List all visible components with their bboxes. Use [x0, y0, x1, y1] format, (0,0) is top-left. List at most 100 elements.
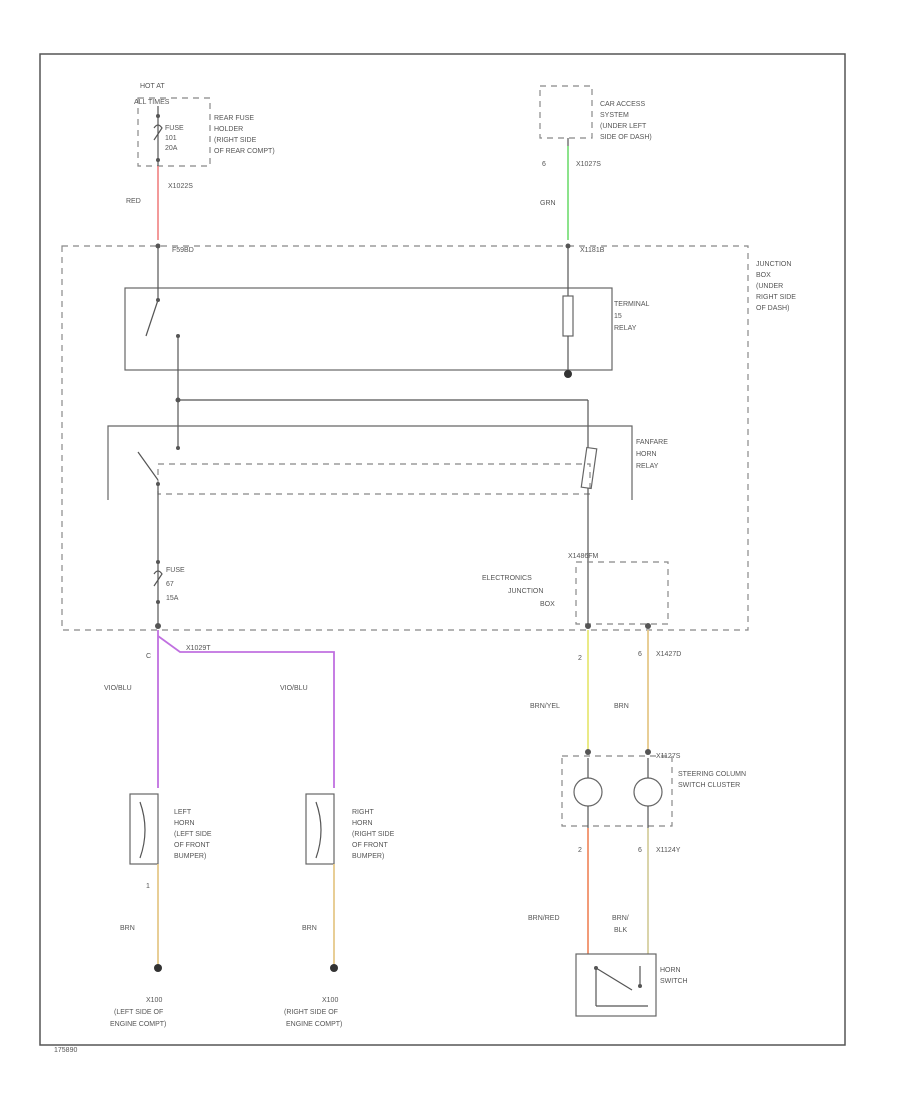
fuse-101-bottom-node — [156, 158, 160, 162]
left-horn-line5: BUMPER) — [174, 853, 206, 860]
steering-contact-left — [573, 777, 603, 807]
horn-switch-arm — [595, 967, 633, 991]
car-access-line2: SYSTEM — [600, 112, 629, 119]
left-horn-brn-label: BRN — [120, 925, 135, 932]
electronics-jb-line1: ELECTRONICS — [482, 575, 532, 582]
left-horn-line2: HORN — [174, 820, 195, 827]
steering-cluster-box — [561, 755, 673, 827]
horn-switch-box — [575, 953, 657, 1017]
left-horn-pin: 1 — [146, 883, 150, 890]
terminal-relay-line3: RELAY — [614, 325, 637, 332]
car-access-line1: CAR ACCESS — [600, 101, 645, 108]
red-wire-label: RED — [126, 198, 141, 205]
ground-right-id: X100 — [322, 997, 338, 1004]
relay15-coil — [562, 295, 574, 337]
rear-fuse-holder-line2: HOLDER — [214, 126, 243, 133]
green-wire-pin: X1181B — [580, 247, 605, 254]
right-horn-line3: (RIGHT SIDE — [352, 831, 395, 838]
ground-right-node — [330, 964, 338, 972]
fuse-101-amp: 20A — [165, 145, 178, 152]
green-wire-label: GRN — [540, 200, 556, 207]
brn-blk-label2: BLK — [614, 927, 628, 934]
steering-conn: X1127S — [656, 753, 681, 760]
ground-left-line2: ENGINE COMPT) — [110, 1021, 166, 1028]
fanfare-switch-arm — [137, 451, 159, 481]
fanfare-relay-line1: FANFARE — [636, 439, 668, 446]
red-wire-pin: F59BD — [172, 247, 194, 254]
steering-right-pin — [645, 749, 651, 755]
fuse67-top-node — [156, 560, 160, 564]
fuse67-label: FUSE — [166, 567, 185, 574]
car-access-box — [539, 85, 593, 139]
terminal-relay-line2: 15 — [614, 313, 622, 320]
electronics-jb-line3: BOX — [540, 601, 555, 608]
brn-blk-conn: X1124Y — [656, 847, 681, 854]
fanfare-coil — [580, 446, 598, 490]
left-horn-line1: LEFT — [174, 809, 192, 816]
rear-fuse-holder-line3: (RIGHT SIDE — [214, 137, 257, 144]
brn-right-pin: 6 — [638, 651, 642, 658]
hot-at-label: HOT AT — [140, 83, 165, 90]
vio-conn: X1029T — [186, 645, 211, 652]
fuse-101-symbol — [153, 124, 163, 141]
fuse67-bottom-node — [156, 600, 160, 604]
footer-code: 175890 — [54, 1047, 77, 1054]
relay15-ground-node — [564, 370, 572, 378]
junction-box-line1: JUNCTION — [756, 261, 791, 268]
ejb-left-pin — [585, 623, 591, 629]
car-access-line4: SIDE OF DASH) — [600, 134, 652, 141]
rear-fuse-holder-box — [137, 97, 211, 167]
ground-right-line1: (RIGHT SIDE OF — [284, 1009, 338, 1016]
vio-right-label: VIO/BLU — [280, 685, 308, 692]
right-horn-symbol — [315, 801, 322, 859]
electronics-jb-line2: JUNCTION — [508, 588, 543, 595]
fuse67-symbol — [153, 570, 163, 587]
steering-line1: STEERING COLUMN — [678, 771, 746, 778]
right-horn-line5: BUMPER) — [352, 853, 384, 860]
brn-red-pin: 2 — [578, 847, 582, 854]
right-horn-line1: RIGHT — [352, 809, 375, 816]
car-access-line3: (UNDER LEFT — [600, 123, 647, 130]
fanfare-relay-box — [107, 425, 633, 500]
brn-right-label: BRN — [614, 703, 629, 710]
fuse-101-label: FUSE — [165, 125, 184, 132]
terminal-relay-line1: TERMINAL — [614, 301, 650, 308]
car-access-pin: 6 — [542, 161, 546, 168]
ground-left-id: X100 — [146, 997, 162, 1004]
electronics-jb-box — [575, 561, 669, 625]
fanfare-relay-inner — [157, 463, 591, 495]
horn-switch-line1: HORN — [660, 967, 681, 974]
fuse67-number: 67 — [166, 581, 174, 588]
left-horn-body — [129, 793, 159, 865]
fanfare-switch-input — [176, 446, 180, 450]
junction-box-line5: OF DASH) — [756, 305, 789, 312]
fuse67-amp: 15A — [166, 595, 179, 602]
left-horn-line3: (LEFT SIDE — [174, 831, 212, 838]
brn-red-label: BRN/RED — [528, 915, 560, 922]
brn-blk-label1: BRN/ — [612, 915, 629, 922]
vio-pin: C — [146, 653, 151, 660]
car-access-conn: X1027S — [576, 161, 601, 168]
rear-fuse-holder-line4: OF REAR COMPT) — [214, 148, 275, 155]
vio-left-label: VIO/BLU — [104, 685, 132, 692]
ejb-right-pin — [645, 623, 651, 629]
left-horn-line4: OF FRONT — [174, 842, 210, 849]
brn-yel-label: BRN/YEL — [530, 703, 560, 710]
fuse-101-top-node — [156, 114, 160, 118]
junction-box-line4: RIGHT SIDE — [756, 294, 796, 301]
right-horn-line4: OF FRONT — [352, 842, 388, 849]
vio-splice-top — [155, 623, 161, 629]
rear-fuse-holder-line1: REAR FUSE — [214, 115, 254, 122]
terminal-15-relay-box — [124, 287, 613, 371]
right-horn-line2: HORN — [352, 820, 373, 827]
steering-contact-right — [633, 777, 663, 807]
junction-box-line3: (UNDER — [756, 283, 783, 290]
fanfare-relay-line3: RELAY — [636, 463, 659, 470]
ground-left-line1: (LEFT SIDE OF — [114, 1009, 163, 1016]
left-horn-symbol — [139, 801, 146, 859]
brn-yel-pin: 2 — [578, 655, 582, 662]
relay15-switch-arm — [145, 299, 159, 337]
right-horn-brn-label: BRN — [302, 925, 317, 932]
fanfare-relay-line2: HORN — [636, 451, 657, 458]
